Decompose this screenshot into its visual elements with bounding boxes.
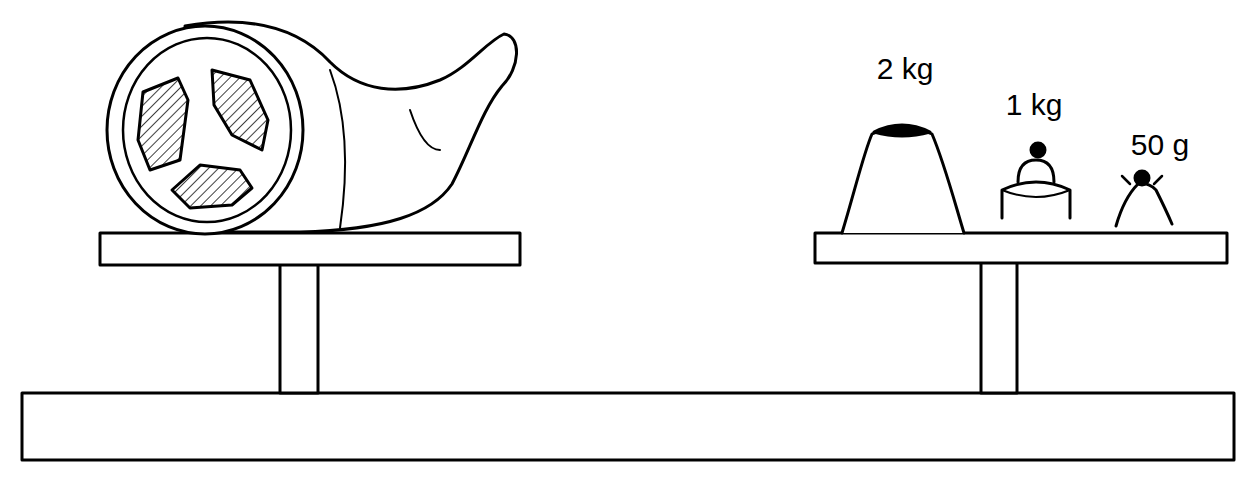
ham-meat [172,165,252,208]
ham-meat [138,78,188,170]
weight-label: 50 g [1131,128,1189,161]
left-post [280,264,318,393]
weight-50g [1116,171,1172,226]
ham [107,22,517,234]
ham-crease [410,110,440,150]
weight-label: 1 kg [1006,88,1063,121]
weight-knob [1031,143,1045,157]
weight-label: 2 kg [877,52,934,85]
weight-handle [1018,160,1054,182]
scale-base [22,393,1234,460]
weight-body [1002,182,1070,218]
weight-ears [1122,176,1162,184]
weight-body [842,127,964,233]
ham-crease [330,70,345,228]
weight-body [1116,184,1172,226]
weight-2kg [842,125,964,233]
left-pan [100,233,520,265]
weight-knob [1135,171,1149,185]
weight-knob [874,125,930,136]
right-pan [815,233,1227,263]
weight-rim [1002,190,1070,197]
ham-meat [212,70,268,150]
ham-rind [123,38,291,222]
right-post [981,262,1017,393]
weight-1kg [1002,143,1070,218]
ham-face [107,26,303,234]
